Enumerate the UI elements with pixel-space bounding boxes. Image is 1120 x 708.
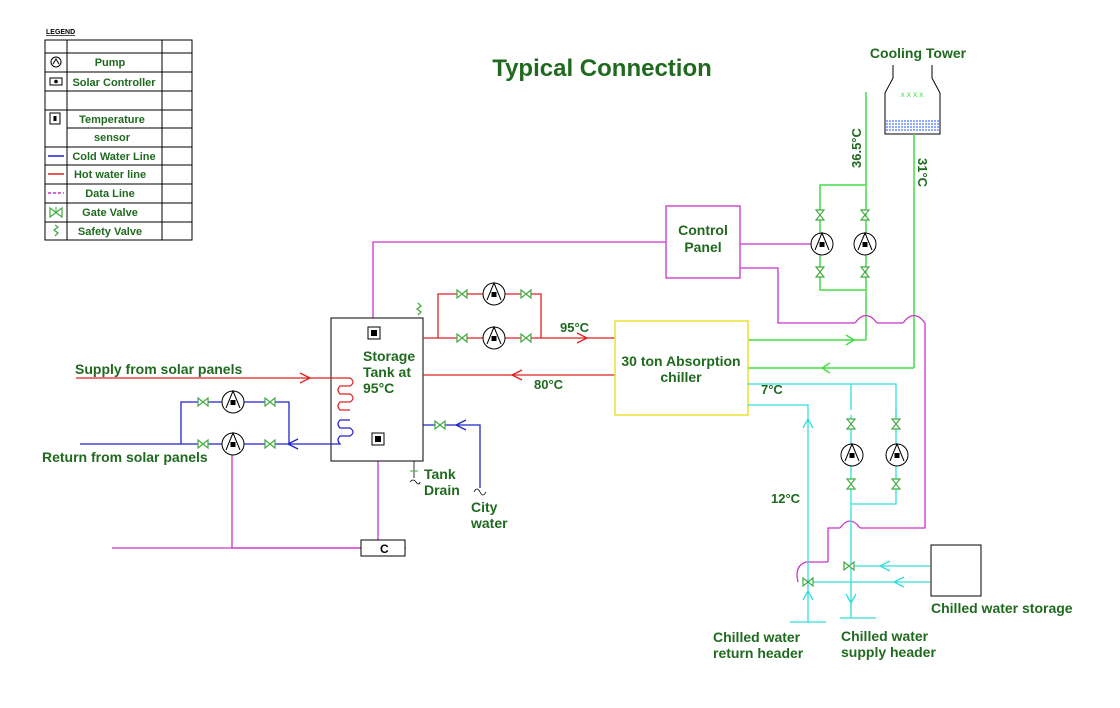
tank-drain-label: Tank: [424, 466, 456, 482]
return-header-label: Chilled water: [713, 629, 801, 645]
storage-tank-label: 95°C: [363, 380, 394, 396]
chiller-label: chiller: [660, 369, 702, 385]
control-panel-label: Control: [678, 222, 728, 238]
supply-header-label: supply header: [841, 644, 936, 660]
control-panel: [665, 205, 741, 279]
gate-valve-icon: [845, 418, 857, 430]
legend-heading: LEGEND: [46, 29, 75, 36]
temperature-sensor-icon: [371, 432, 385, 446]
legend: LEGEND: [44, 29, 193, 241]
legend-label: Safety Valve: [78, 226, 142, 238]
chilled-water-lines: [748, 383, 930, 623]
diagram-title: Typical Connection: [492, 55, 712, 82]
legend-label: Data Line: [85, 188, 135, 200]
absorption-chiller: [614, 320, 749, 416]
gate-valve-icon: [843, 560, 855, 572]
legend-label: Cold Water Line: [72, 151, 155, 163]
gate-valve-icon: [890, 478, 902, 490]
legend-label: sensor: [94, 132, 131, 144]
gate-valves: [197, 209, 902, 588]
gate-valve-icon: [520, 288, 532, 300]
solar-controller-icon: [49, 77, 63, 86]
temp-7-label: 7°C: [761, 382, 783, 397]
pump-icon: [50, 56, 62, 68]
storage-tank-label: Storage: [363, 348, 415, 364]
gate-valve-icon: [859, 266, 871, 278]
pump-icon: [853, 231, 877, 256]
pump-icon: [221, 389, 245, 414]
chilled-water-storage: [930, 544, 982, 597]
storage-tank-label: Tank at: [363, 364, 411, 380]
temp-95-label: 95°C: [560, 320, 590, 335]
heat-exchanger-coil: [310, 377, 354, 445]
gate-valve-icon: [845, 478, 857, 490]
gate-valve-icon: [890, 418, 902, 430]
temperature-sensor-icon: [367, 326, 381, 340]
gate-valve-icon: [814, 266, 826, 278]
legend-label: Solar Controller: [72, 77, 156, 89]
gate-valve-icon: [520, 332, 532, 344]
legend-label: Hot water line: [74, 169, 146, 181]
safety-valve-icon: [415, 302, 422, 316]
pump-icon: [840, 442, 864, 467]
chiller-label: 30 ton Absorption: [621, 353, 740, 369]
gate-valve-icon: [456, 332, 468, 344]
supply-header-label: Chilled water: [841, 628, 929, 644]
gate-valve-icon: [456, 288, 468, 300]
city-water-label: water: [470, 515, 508, 531]
tank-drain-label: Drain: [424, 482, 460, 498]
temp-80-label: 80°C: [534, 377, 564, 392]
pump-icon: [221, 431, 245, 456]
supply-from-solar-label: Supply from solar panels: [75, 361, 242, 377]
gate-valve-icon: [197, 396, 209, 408]
gate-valve-icon: [814, 209, 826, 221]
pump-icon: [482, 325, 506, 350]
pump-icon: [810, 231, 834, 256]
temp-36-5-label: 36.5°C: [849, 127, 864, 168]
chilled-water-storage-label: Chilled water storage: [931, 600, 1073, 616]
safety-valve-icon: [52, 224, 60, 237]
gate-valve-icon: [802, 576, 814, 588]
gate-valve-icon: [264, 438, 276, 450]
solar-controller: [360, 539, 406, 557]
legend-label: Pump: [95, 57, 126, 69]
cooling-tower-label: Cooling Tower: [870, 45, 967, 61]
city-water-label: City: [471, 499, 498, 515]
gate-valve-icon: [197, 438, 209, 450]
temp-31-label: 31°C: [915, 158, 930, 188]
temperature-sensor-icon: [49, 112, 61, 125]
solar-controller-label: C: [380, 542, 389, 556]
cooling-tower: x x x x: [884, 65, 941, 135]
control-panel-label: Panel: [684, 239, 721, 255]
gate-valve-icon: [859, 209, 871, 221]
gate-valve-icon: [264, 396, 276, 408]
svg-text:x x x x: x x x x: [901, 90, 924, 99]
temp-12-label: 12°C: [771, 491, 801, 506]
return-from-solar-label: Return from solar panels: [42, 449, 208, 465]
pumps: [221, 231, 909, 467]
gate-valve-icon: [49, 206, 63, 219]
legend-label: Temperature: [79, 114, 145, 126]
legend-label: Gate Valve: [82, 207, 138, 219]
return-header-label: return header: [713, 645, 804, 661]
pump-icon: [482, 281, 506, 306]
pump-icon: [885, 442, 909, 467]
gate-valve-icon: [434, 419, 446, 431]
